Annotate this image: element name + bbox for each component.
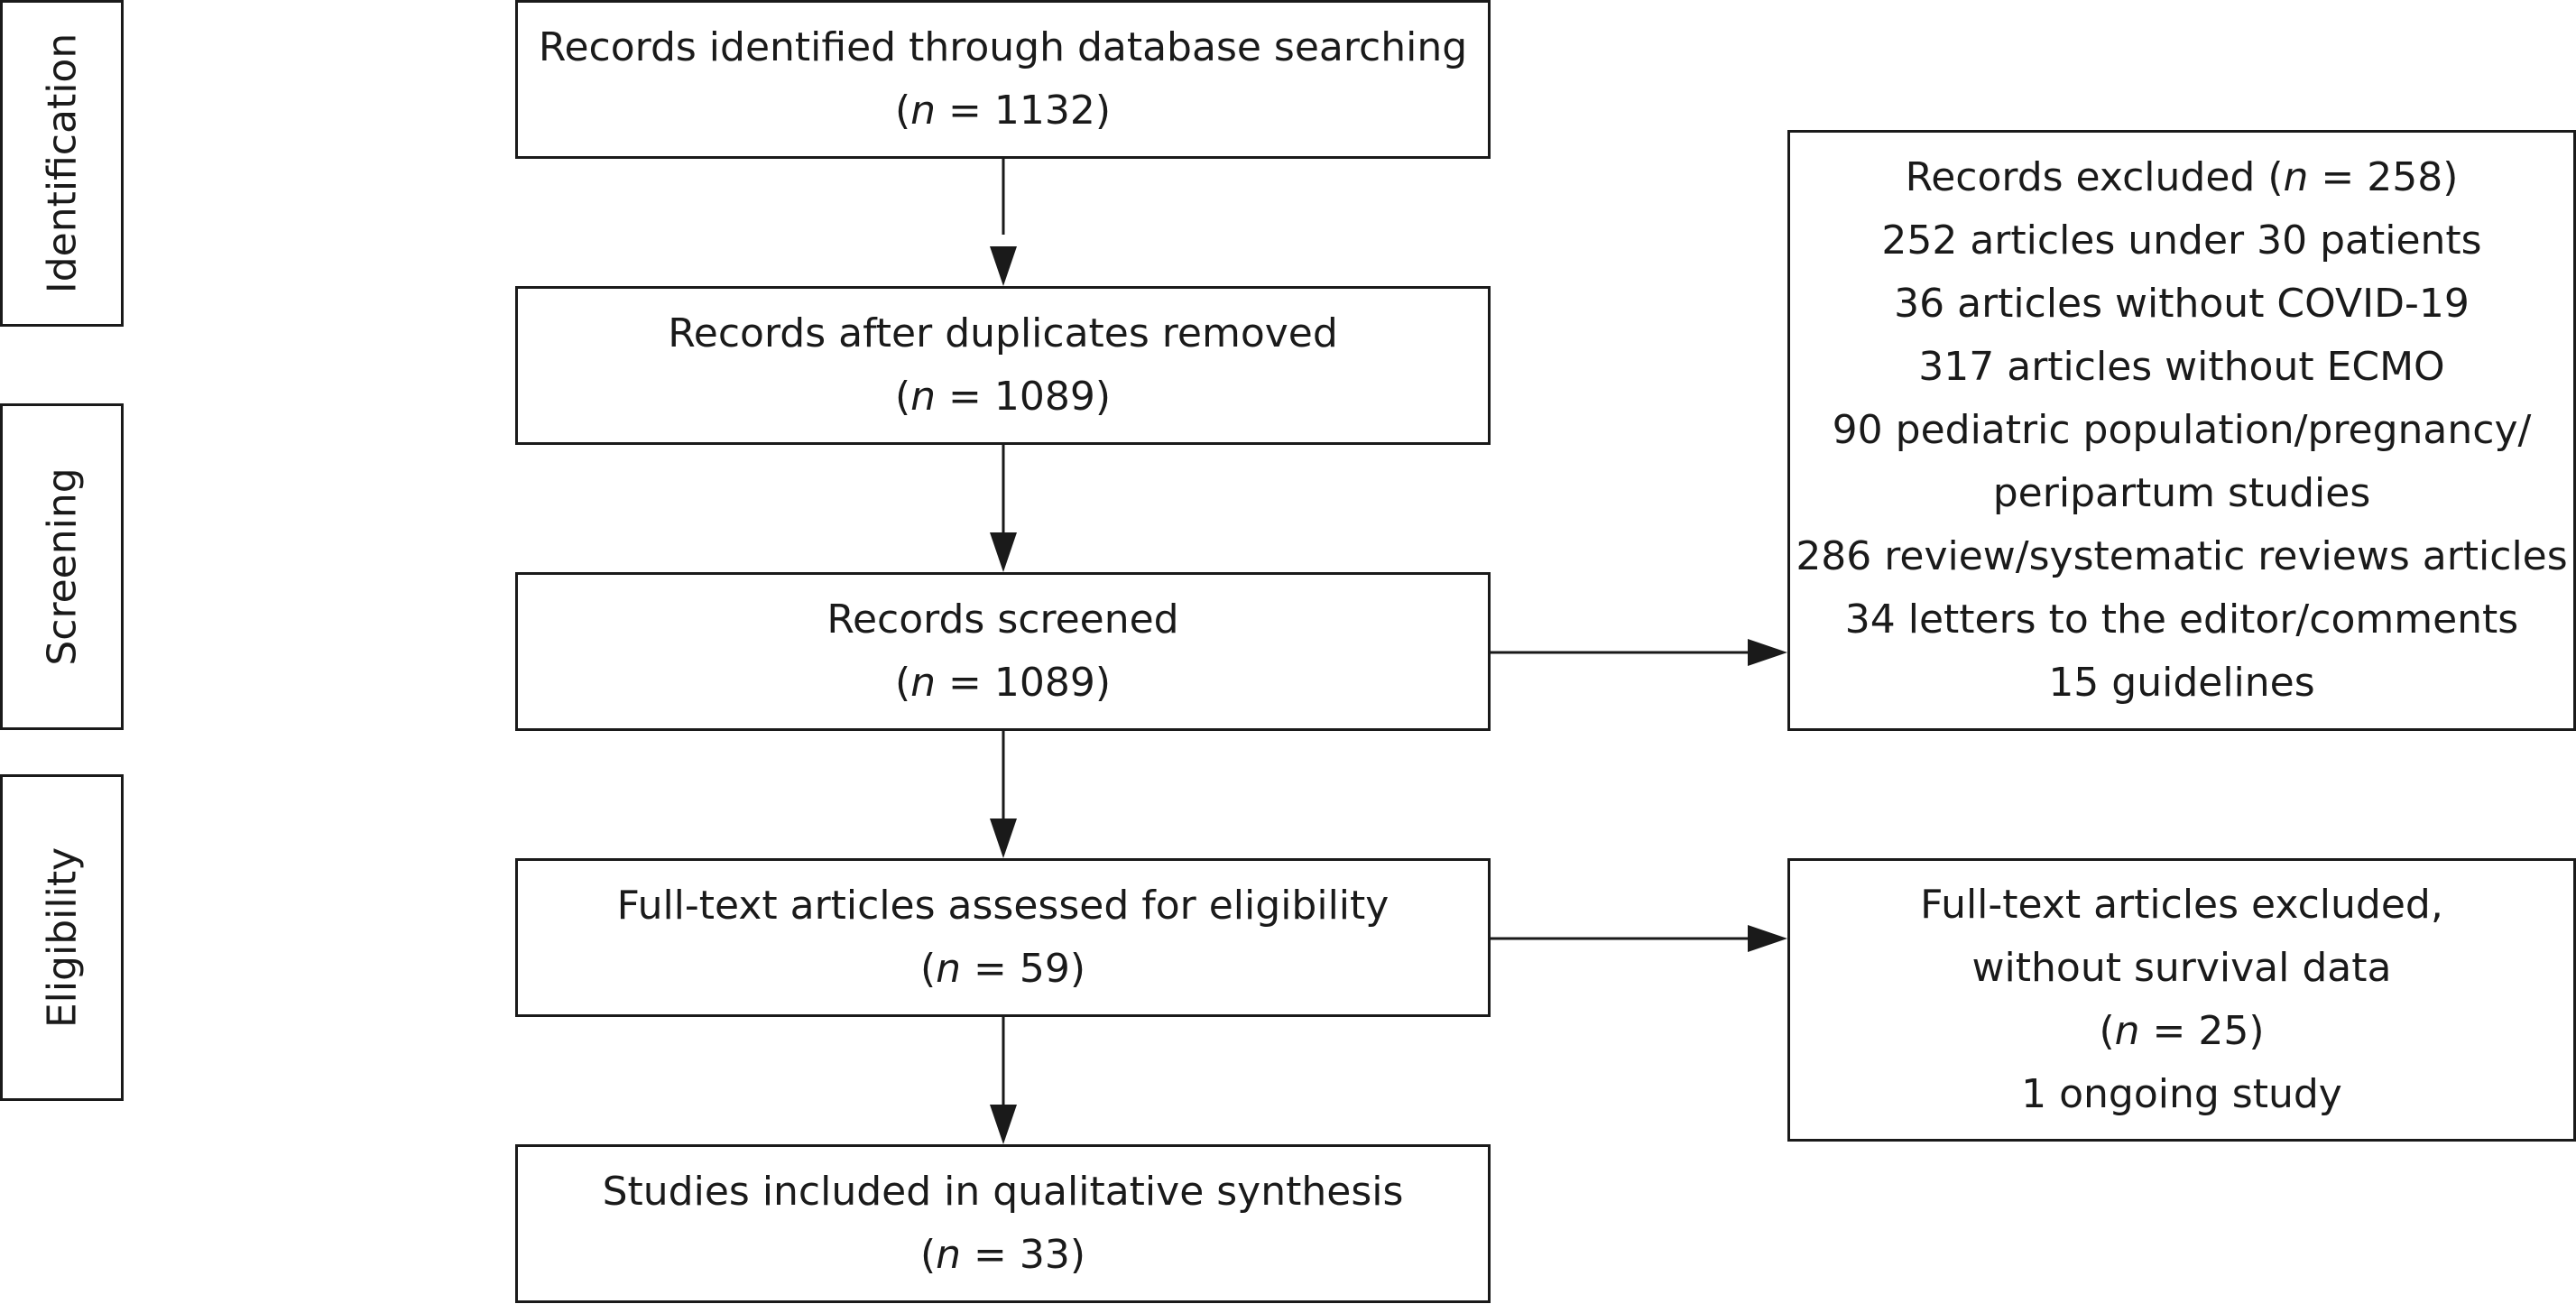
excluded-reason: peripartum studies [1992,470,2371,516]
fulltext-excluded-line4: 1 ongoing study [2021,1071,2342,1117]
studies-included-count: (n = 33) [919,1232,1086,1278]
arrowhead-5 [1748,639,1787,666]
records-excluded-box: Records excluded (n = 258) 252 articles … [1787,130,2576,731]
records-identified-count: (n = 1132) [894,88,1112,134]
excluded-reason: 36 articles without COVID-19 [1894,281,2470,327]
excluded-reason: 15 guidelines [2048,660,2315,706]
records-identified-text: Records identified through database sear… [538,24,1468,70]
records-deduplicated-box: Records after duplicates removed (n = 10… [515,286,1491,445]
fulltext-excluded-count: (n = 25) [2099,1008,2265,1054]
excluded-reason: 252 articles under 30 patients [1881,217,2482,264]
records-screened-text: Records screened [826,597,1179,643]
arrowhead-3 [990,818,1017,858]
excluded-reason: 90 pediatric population/pregnancy/ [1832,407,2532,453]
records-deduplicated-text: Records after duplicates removed [668,310,1338,356]
records-screened-count: (n = 1089) [894,660,1112,706]
fulltext-excluded-box: Full-text articles excluded, without sur… [1787,858,2576,1142]
fulltext-assessed-count: (n = 59) [919,946,1086,992]
studies-included-text: Studies included in qualitative synthesi… [602,1169,1404,1215]
fulltext-excluded-line2: without survival data [1971,945,2392,991]
arrowhead-6 [1748,925,1787,952]
excluded-reason: 286 review/systematic reviews articles [1796,533,2568,579]
records-deduplicated-count: (n = 1089) [894,374,1112,420]
records-excluded-title: Records excluded (n = 258) [1905,154,2459,200]
arrowhead-4 [990,1105,1017,1144]
records-identified-box: Records identified through database sear… [515,0,1491,159]
stage-eligibility: Eligibility [0,774,124,1101]
arrowhead-1 [990,246,1017,286]
fulltext-assessed-box: Full-text articles assessed for eligibil… [515,858,1491,1017]
excluded-reason: 34 letters to the editor/comments [1844,597,2519,643]
stage-screening: Screening [0,403,124,730]
fulltext-excluded-line1: Full-text articles excluded, [1920,882,2443,928]
fulltext-assessed-text: Full-text articles assessed for eligibil… [616,883,1390,929]
stage-identification: Identification [0,0,124,327]
excluded-reason: 317 articles without ECMO [1918,344,2445,390]
arrowhead-2 [990,532,1017,572]
studies-included-box: Studies included in qualitative synthesi… [515,1144,1491,1303]
records-screened-box: Records screened (n = 1089) [515,572,1491,731]
